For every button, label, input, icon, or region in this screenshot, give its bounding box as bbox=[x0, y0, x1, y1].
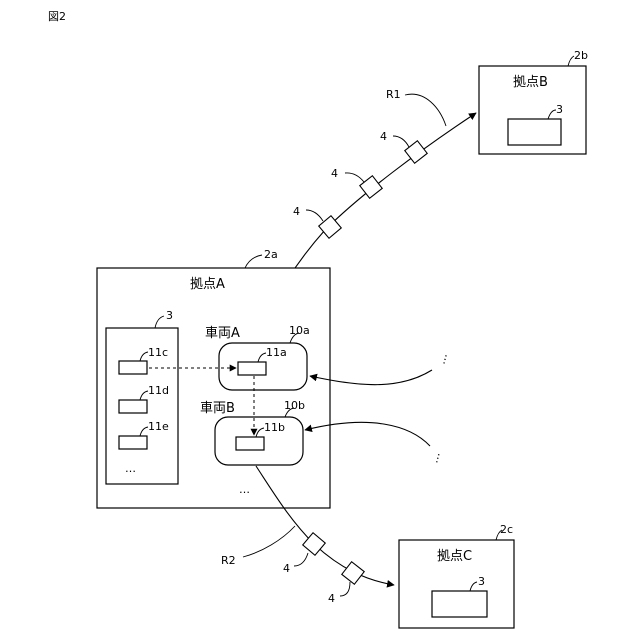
route-r1-packet bbox=[360, 176, 382, 198]
route-r2-name: R2 bbox=[221, 554, 236, 567]
vehicle-a-ref: 10a bbox=[289, 324, 310, 337]
route-r1-packet-label: 4 bbox=[380, 130, 387, 143]
vehicle-b-name: 車両B bbox=[200, 401, 235, 416]
route-r1-name: R1 bbox=[386, 88, 401, 101]
base-b-name: 拠点B bbox=[513, 75, 548, 90]
base-c-server bbox=[432, 591, 487, 617]
route-r2-packet-label: 4 bbox=[328, 592, 335, 605]
base-c-server-ref: 3 bbox=[478, 575, 485, 588]
data-slot-11e-label: 11e bbox=[148, 420, 169, 433]
base-c-ref: 2c bbox=[500, 523, 513, 536]
data-slot-11e bbox=[119, 436, 147, 449]
route-r2-packet-label: 4 bbox=[283, 562, 290, 575]
data-slot-11a-label: 11a bbox=[266, 346, 287, 359]
route-r1-packet-label: 4 bbox=[293, 205, 300, 218]
base-a-name: 拠点A bbox=[190, 277, 225, 292]
base-b-server bbox=[508, 119, 561, 145]
base-b-server-ref: 3 bbox=[556, 103, 563, 116]
base-a-ref: 2a bbox=[264, 248, 278, 261]
data-slot-11c bbox=[119, 361, 147, 374]
base-a-server-ref: 3 bbox=[166, 309, 173, 322]
vehicle-b-ref: 10b bbox=[284, 399, 305, 412]
data-slot-11d-label: 11d bbox=[148, 384, 169, 397]
base-a: 拠点A 2a 3 11c 11d 11e … 車両A 10a 11a 車両B 1… bbox=[97, 248, 330, 508]
server-a-more: … bbox=[125, 462, 136, 475]
figure-label: 図2 bbox=[48, 10, 66, 23]
base-b-ref: 2b bbox=[574, 49, 588, 62]
more-vehicles: … bbox=[239, 483, 250, 496]
route-r2-packet bbox=[342, 562, 364, 584]
data-slot-11b-label: 11b bbox=[264, 421, 285, 434]
ellipsis-right-a: … bbox=[435, 352, 450, 366]
route-r1-packet-label: 4 bbox=[331, 167, 338, 180]
base-b: 拠点B 3 2b bbox=[479, 49, 588, 154]
vehicle-a-name: 車両A bbox=[205, 326, 240, 341]
data-slot-11d bbox=[119, 400, 147, 413]
data-slot-11c-label: 11c bbox=[148, 346, 168, 359]
base-c: 拠点C 3 2c bbox=[399, 523, 514, 628]
ellipsis-right-b: … bbox=[427, 451, 442, 465]
data-slot-11b bbox=[236, 437, 264, 450]
base-c-name: 拠点C bbox=[437, 549, 472, 564]
data-slot-11a bbox=[238, 362, 266, 375]
